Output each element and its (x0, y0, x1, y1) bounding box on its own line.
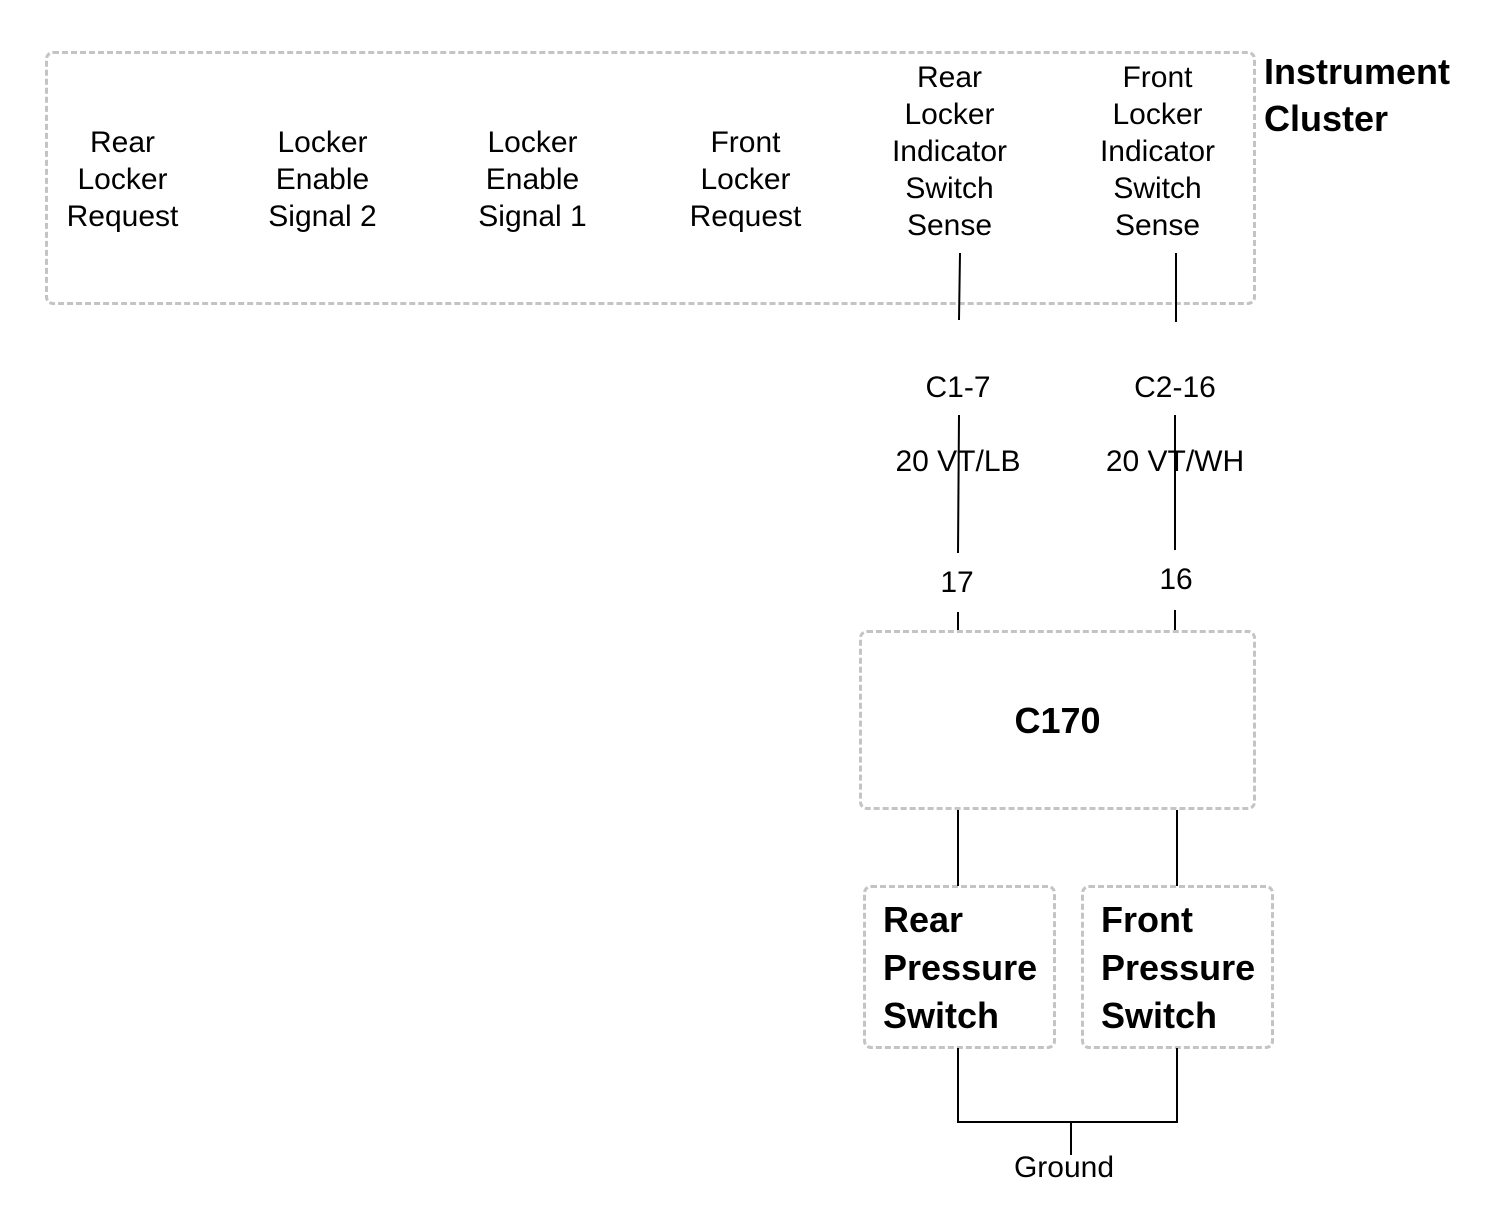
c170-connector-box (859, 630, 1256, 810)
pin-locker-enable-signal-2: Locker Enable Signal 2 (268, 126, 377, 233)
instrument-cluster-box (45, 51, 1256, 305)
wire-connector-rear: C1-7 (925, 371, 991, 404)
wire-spec-front: 20 VT/WH (1105, 445, 1245, 478)
pin-front-locker-indicator-switch-sense: Front Locker Indicator Switch Sense (1099, 61, 1216, 242)
instrument-cluster-title: Instrument Cluster (1264, 51, 1451, 139)
ground-label: Ground (1013, 1151, 1115, 1184)
pin-locker-enable-signal-1: Locker Enable Signal 1 (478, 126, 587, 233)
pin-number-front: 16 (1159, 563, 1193, 596)
pin-front-locker-request: Front Locker Request (689, 126, 802, 233)
c170-label: C170 (1014, 700, 1101, 741)
rear-pressure-switch-label: Rear Pressure Switch (883, 899, 1038, 1036)
wire-ground-bus (957, 1048, 1178, 1123)
wire-label-rear: C1-7 20 VT/LB (868, 332, 1048, 517)
pin-rear-locker-indicator-switch-sense: Rear Locker Indicator Switch Sense (891, 61, 1008, 242)
wire-rear-middle (957, 414, 960, 554)
wire-label-front: C2-16 20 VT/WH (1085, 332, 1265, 517)
front-pressure-switch-box (1081, 885, 1274, 1049)
pin-number-rear: 17 (940, 566, 974, 599)
wire-spec-rear: 20 VT/LB (895, 445, 1021, 478)
pin-rear-locker-request: Rear Locker Request (66, 126, 179, 233)
wire-rear-upper (958, 252, 961, 321)
front-pressure-switch-label: Front Pressure Switch (1101, 899, 1256, 1036)
rear-pressure-switch-box (863, 885, 1056, 1049)
wire-connector-front: C2-16 (1134, 371, 1216, 404)
